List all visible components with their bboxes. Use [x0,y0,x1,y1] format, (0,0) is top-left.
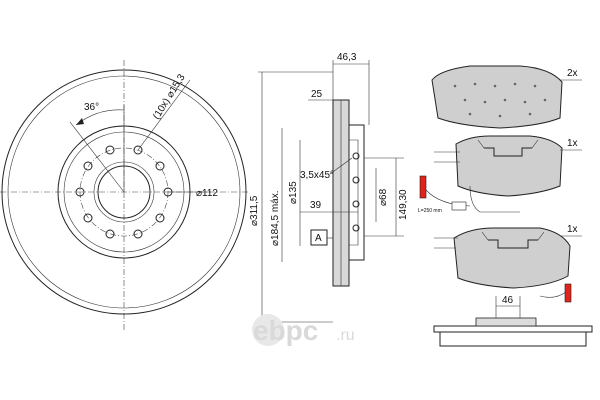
qty-top: 2x [567,68,578,79]
dim-149: 149,30 [398,189,409,220]
pcd-label: ⌀112 [196,188,218,199]
watermark-logo: ebpc .ru [252,314,355,346]
disc-front-view: 36° (10x) ⌀15,3 ⌀112 [0,60,250,330]
dim-max-dia: ⌀184,5 máx. [270,191,281,247]
watermark-tld: .ru [336,327,355,344]
wear-sensor-plug [419,175,427,199]
dim-39: 39 [310,200,322,211]
dim-135: ⌀135 [288,181,299,204]
holes-label: (10x) ⌀15,3 [151,72,188,121]
dim-width-25: 25 [311,89,323,100]
pad-profile: 46 [433,295,593,347]
dim-chamfer: 3,5x45° [300,170,334,181]
dim-total-width: 46,3 [337,52,357,63]
pad-bottom: 1x [434,224,582,303]
pads-group: 2x 1x L=250 mm 1x [418,65,593,347]
datum-label: A [315,233,322,244]
qty-bot: 1x [567,224,578,235]
bolt-holes [75,145,173,239]
datum-box [310,229,328,246]
angle-label: 36° [84,102,99,113]
disc-section-view: 46,3 25 ⌀311,5 ⌀184,5 máx. ⌀135 3,5x45° … [249,52,409,323]
qty-mid: 1x [567,138,578,149]
sensor-text: L=250 mm [418,208,442,214]
watermark-brand: ebpc [253,315,318,346]
dim-46: 46 [502,295,514,306]
dim-68: ⌀68 [378,188,389,206]
pad-middle: 1x L=250 mm [418,135,582,214]
pad-top: 2x [431,65,582,129]
disc-outer-edge [1,69,247,315]
wear-sensor-plug-2 [564,283,572,303]
dim-outer-dia: ⌀311,5 [249,195,260,226]
